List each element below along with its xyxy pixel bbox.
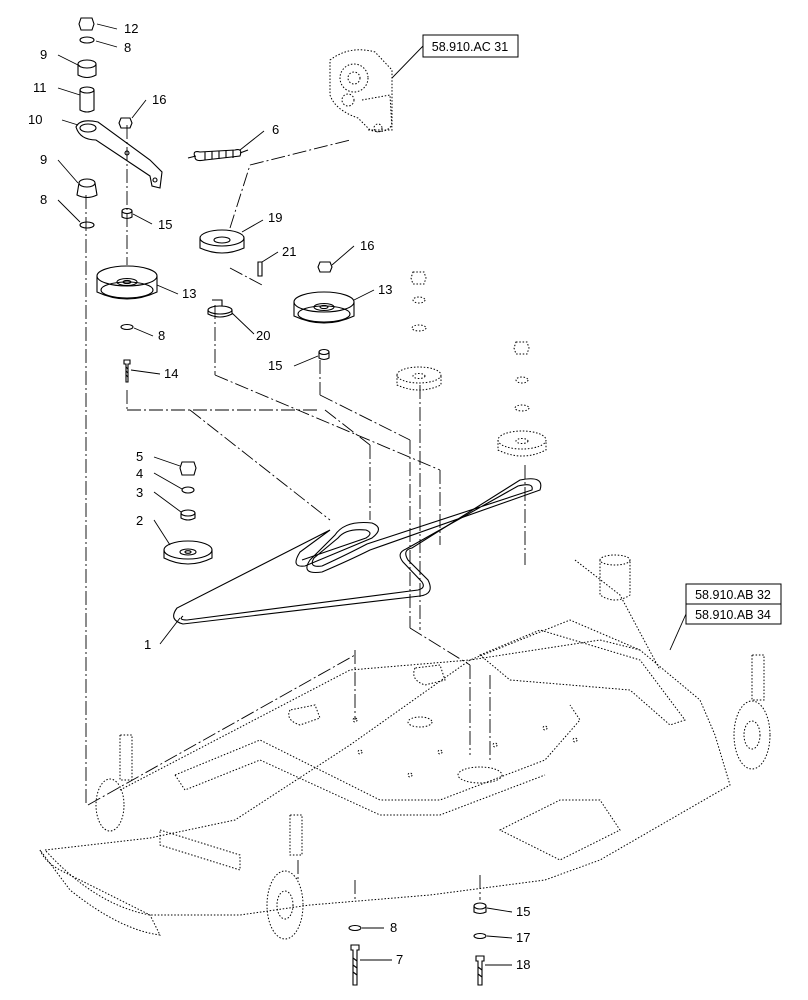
nut-16-top — [118, 117, 133, 129]
callout-12[interactable]: 12 — [124, 21, 138, 36]
pulley-2 — [163, 540, 213, 565]
callout-8[interactable]: 8 — [40, 192, 47, 207]
gearbox-assembly — [329, 49, 393, 133]
spring-6 — [187, 149, 249, 162]
callout-21[interactable]: 21 — [282, 244, 296, 259]
svg-text:58.910.AC 31: 58.910.AC 31 — [432, 40, 508, 54]
callout-8[interactable]: 8 — [390, 920, 397, 935]
leader-lines — [57, 23, 513, 966]
callout-16[interactable]: 16 — [360, 238, 374, 253]
mower-deck — [39, 554, 731, 936]
bushing-9-lower — [76, 178, 98, 199]
callout-1[interactable]: 1 — [144, 637, 151, 652]
spindle-pulley-center — [396, 271, 442, 391]
callout-2[interactable]: 2 — [136, 513, 143, 528]
reference-box-ab34[interactable]: 58.910.AB 34 — [685, 603, 782, 625]
pulley-19 — [199, 229, 245, 254]
washer-17 — [473, 932, 487, 940]
svg-text:58.910.AB 34: 58.910.AB 34 — [695, 608, 771, 622]
reference-box-ac31[interactable]: 58.910.AC 31 — [422, 34, 519, 58]
callout-6[interactable]: 6 — [272, 122, 279, 137]
bolt-14 — [123, 359, 131, 383]
callout-10[interactable]: 10 — [28, 112, 42, 127]
callout-8[interactable]: 8 — [124, 40, 131, 55]
callout-15[interactable]: 15 — [516, 904, 530, 919]
callout-14[interactable]: 14 — [164, 366, 178, 381]
callout-20[interactable]: 20 — [256, 328, 270, 343]
callout-13[interactable]: 13 — [378, 282, 392, 297]
reference-box-ab32[interactable]: 58.910.AB 32 — [685, 583, 782, 605]
caster-rear-left — [95, 734, 133, 832]
callout-18[interactable]: 18 — [516, 957, 530, 972]
pin-21 — [257, 261, 263, 277]
svg-text:58.910.AB 32: 58.910.AB 32 — [695, 588, 771, 602]
bolt-7 — [350, 944, 360, 986]
caster-front-right — [733, 654, 771, 770]
caster-front-left — [266, 814, 304, 940]
nut-16-right — [317, 261, 333, 273]
callout-15[interactable]: 15 — [158, 217, 172, 232]
callout-13[interactable]: 13 — [182, 286, 196, 301]
callout-9[interactable]: 9 — [40, 152, 47, 167]
idler-arm-10 — [75, 120, 163, 189]
callout-4[interactable]: 4 — [136, 466, 143, 481]
idler-pulley-13-left — [96, 265, 158, 300]
spacer-15-right — [318, 348, 330, 361]
drive-belt-1 — [173, 478, 542, 625]
callout-7[interactable]: 7 — [396, 952, 403, 967]
nut-12 — [78, 17, 95, 31]
washer-8-mid — [79, 221, 95, 229]
callout-16[interactable]: 16 — [152, 92, 166, 107]
callout-17[interactable]: 17 — [516, 930, 530, 945]
callout-3[interactable]: 3 — [136, 485, 143, 500]
spacer-3 — [180, 509, 196, 521]
hub-20 — [207, 299, 233, 318]
callout-15[interactable]: 15 — [268, 358, 282, 373]
callout-5[interactable]: 5 — [136, 449, 143, 464]
callout-9[interactable]: 9 — [40, 47, 47, 62]
bolt-18 — [475, 955, 485, 986]
alignment-lines — [85, 125, 526, 900]
callout-8[interactable]: 8 — [158, 328, 165, 343]
spacer-15-top — [121, 207, 133, 220]
callout-19[interactable]: 19 — [268, 210, 282, 225]
sleeve-11 — [79, 86, 95, 113]
spacer-15-bottom — [473, 902, 487, 915]
washer-8-lower — [120, 323, 134, 331]
spindle-pulley-right — [497, 341, 547, 457]
washer-8-bottom — [348, 924, 362, 932]
nut-5 — [179, 461, 197, 476]
callout-11[interactable]: 11 — [33, 80, 47, 95]
washer-8-top — [79, 36, 95, 44]
bushing-9-top — [77, 59, 97, 79]
idler-pulley-13-right — [293, 291, 355, 324]
washer-4 — [181, 486, 195, 494]
callout-labels: 12 8 9 11 16 10 6 9 8 15 19 21 16 13 13 … — [28, 21, 530, 972]
